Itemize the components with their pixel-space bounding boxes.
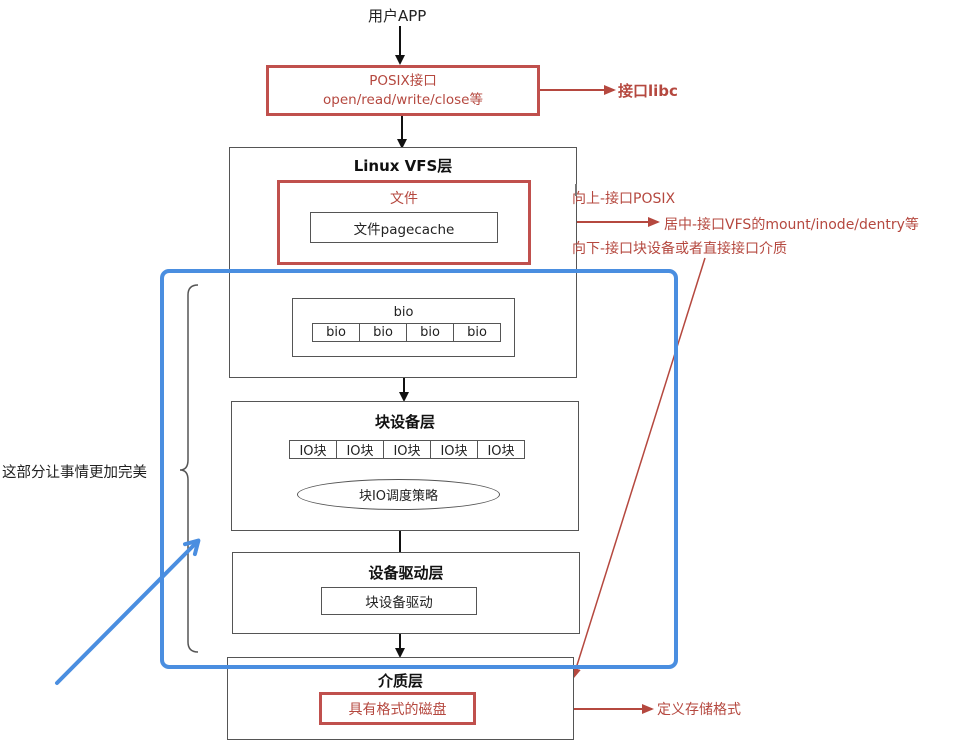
block-device-driver-box: 块设备驱动 (321, 587, 477, 615)
vfs-annotation-down: 向下-接口块设备或者直接接口介质 (572, 241, 788, 257)
posix-functions: open/read/write/close等 (323, 91, 483, 108)
bio-title: bio (393, 305, 414, 320)
highlight-pointer-arrow (55, 538, 201, 685)
bio-cell: bio (467, 325, 487, 340)
io-block-row: IO块 IO块 IO块 IO块 IO块 (289, 440, 525, 459)
user-app-label: 用户APP (368, 7, 427, 25)
driver-layer-title: 设备驱动层 (368, 564, 444, 582)
vfs-annotation-middle: 居中-接口VFS的mount/inode/dentry等 (664, 217, 919, 233)
posix-title: POSIX接口 (369, 72, 437, 89)
vfs-annotation-up: 向上-接口POSIX (572, 191, 676, 207)
pagecache-box: 文件pagecache (310, 212, 498, 243)
io-scheduler-ellipse: 块IO调度策略 (297, 479, 500, 510)
side-note-label: 这部分让事情更加完美 (2, 465, 147, 481)
bio-cell: bio (407, 324, 454, 341)
arrow-down-note-to-media (571, 257, 706, 680)
io-block-cell: IO块 (290, 441, 337, 459)
vfs-box-edge-segment (575, 184, 577, 196)
bio-cell: bio (360, 324, 407, 341)
io-block-cell: IO块 (487, 444, 515, 459)
bio-cell: bio (313, 324, 360, 341)
file-box-title: 文件 (390, 191, 418, 207)
bio-cell-row: bio bio bio bio (312, 323, 501, 342)
libc-annotation: 接口libc (618, 82, 678, 100)
curly-brace (179, 284, 199, 653)
vfs-layer-title: Linux VFS层 (353, 157, 453, 175)
storage-format-annotation: 定义存储格式 (657, 702, 741, 718)
media-layer-title: 介质层 (377, 672, 423, 690)
block-layer-title: 块设备层 (374, 413, 435, 431)
io-block-cell: IO块 (384, 441, 431, 459)
posix-interface-box: POSIX接口 open/read/write/close等 (266, 65, 540, 116)
formatted-disk-box: 具有格式的磁盘 (319, 692, 476, 725)
io-block-cell: IO块 (337, 441, 384, 459)
io-block-cell: IO块 (431, 441, 478, 459)
